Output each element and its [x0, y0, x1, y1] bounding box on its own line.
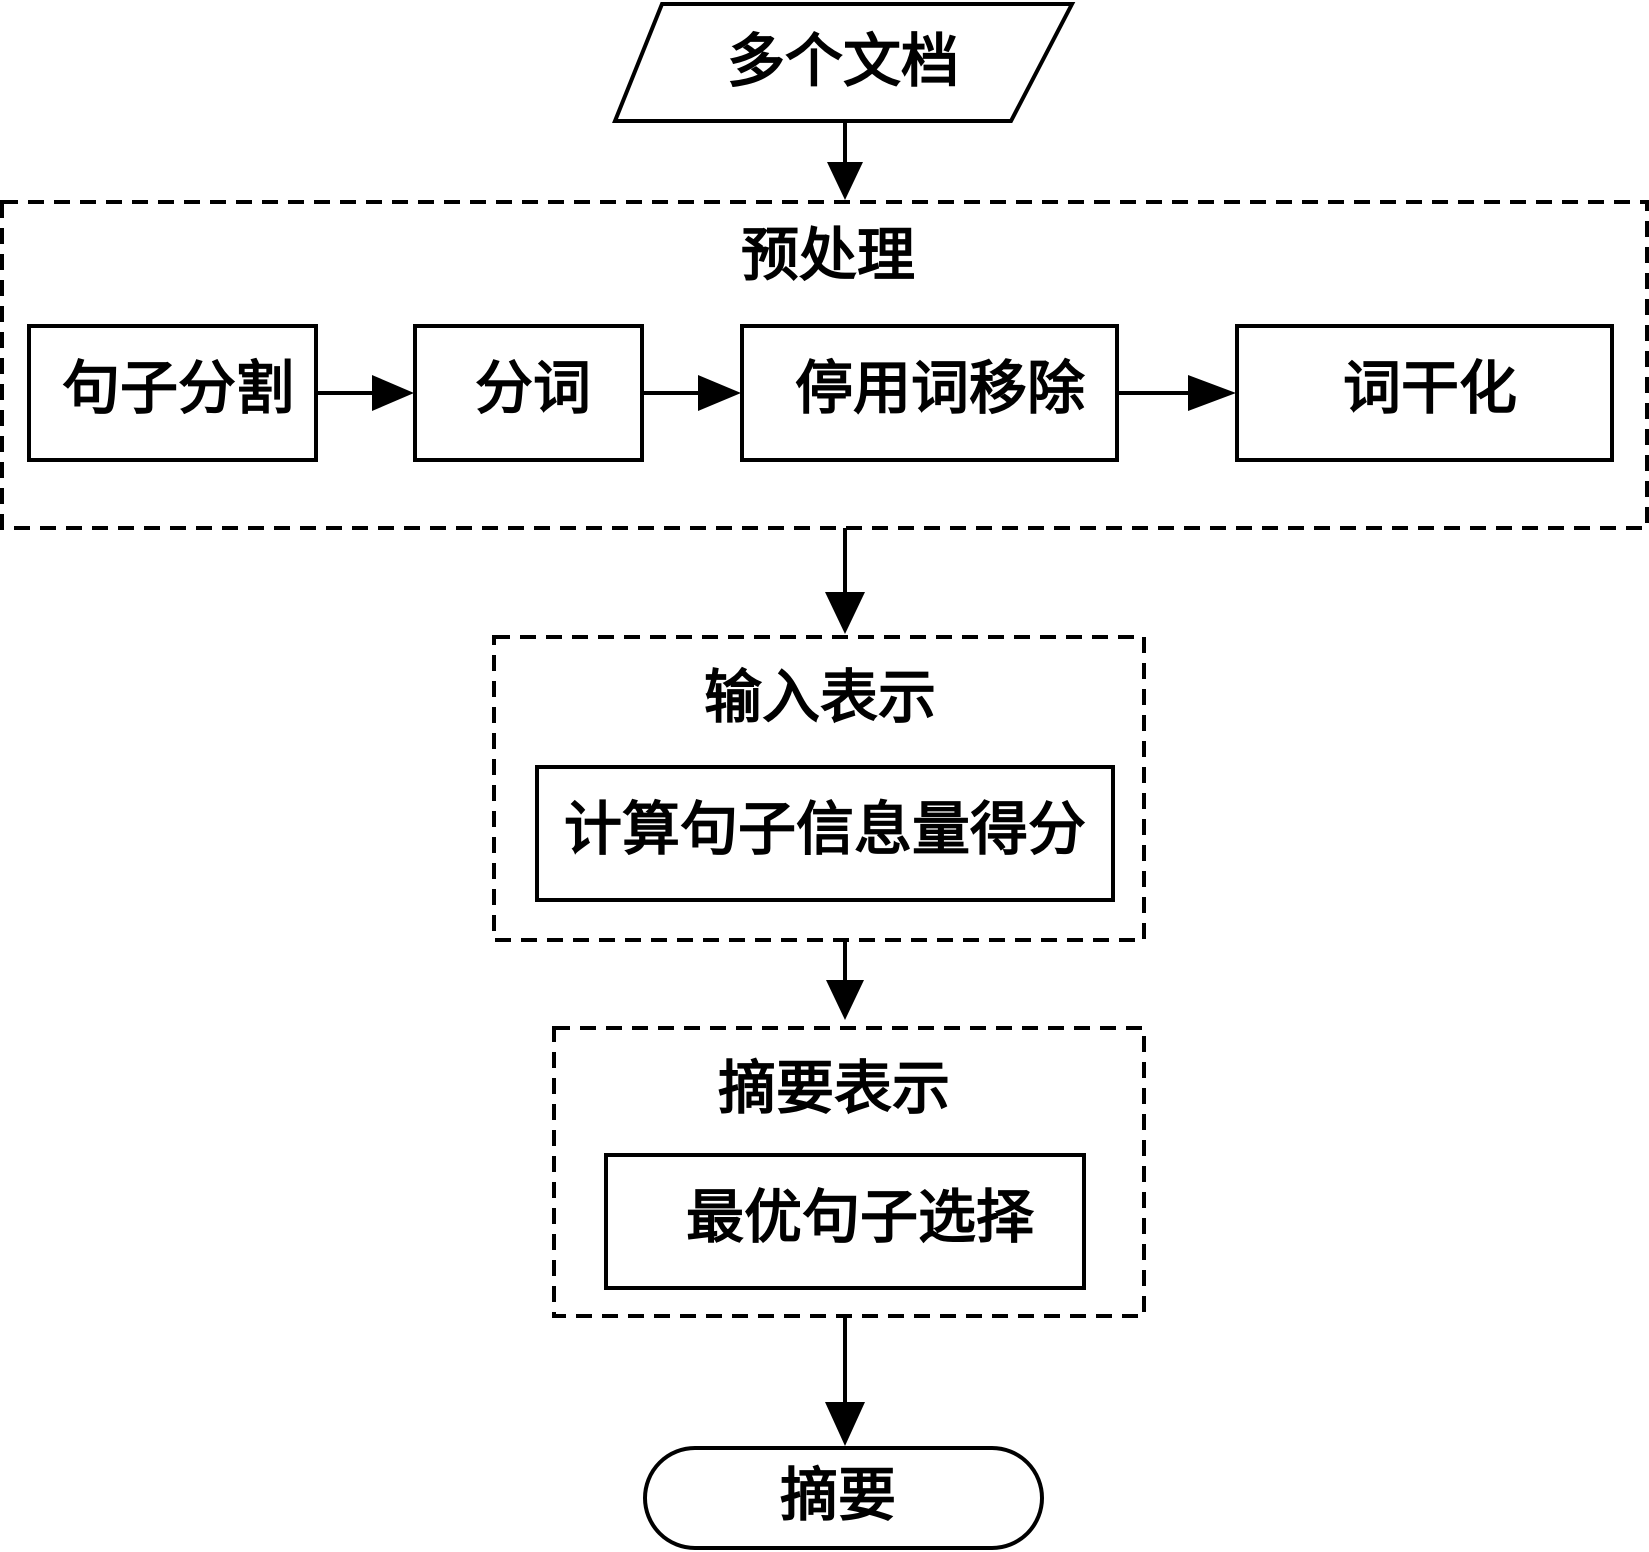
step-tokenization: 分词: [413, 324, 644, 462]
step-sentence-segmentation-label: 句子分割: [62, 354, 294, 422]
step-stemming: 词干化: [1235, 324, 1614, 462]
step-stopword-removal: 停用词移除: [740, 324, 1119, 462]
arrow-tokenization-to-stopword: [642, 375, 741, 411]
arrow-stopword-to-stemming: [1117, 375, 1236, 411]
output-node-shape: [643, 1446, 1044, 1550]
arrow-input-to-summary-representation: [826, 940, 864, 1020]
step-sentence-score: 计算句子信息量得分: [535, 765, 1115, 902]
input-representation-group: 输入表示 计算句子信息量得分: [492, 635, 1146, 942]
summary-representation-group-border: [552, 1026, 1146, 1318]
arrow-preprocessing-to-input-representation: [825, 528, 865, 634]
input-node: 多个文档: [612, 2, 1076, 123]
input-representation-title: 输入表示: [704, 663, 936, 731]
input-node-label: 多个文档: [727, 27, 959, 95]
arrow-segmentation-to-tokenization: [316, 375, 414, 411]
step-tokenization-label: 分词: [475, 354, 591, 422]
input-representation-group-border: [492, 635, 1146, 942]
arrow-input-to-preprocessing: [827, 121, 863, 200]
preprocessing-title: 预处理: [741, 221, 915, 289]
step-stemming-label: 词干化: [1343, 354, 1517, 422]
output-node-label: 摘要: [780, 1461, 896, 1529]
step-sentence-segmentation: 句子分割: [27, 324, 318, 462]
preprocessing-group: 预处理 句子分割 分词 停用词移除 词干化: [0, 200, 1649, 530]
step-optimal-sentence-selection: 最优句子选择: [604, 1153, 1086, 1290]
arrow-summary-representation-to-output: [825, 1316, 865, 1446]
step-sentence-score-label: 计算句子信息量得分: [564, 795, 1086, 863]
output-node: 摘要: [643, 1446, 1044, 1550]
summary-representation-title: 摘要表示: [718, 1054, 950, 1122]
summary-representation-group: 摘要表示 最优句子选择: [552, 1026, 1146, 1318]
step-optimal-sentence-selection-label: 最优句子选择: [686, 1183, 1035, 1251]
preprocessing-group-border: [0, 200, 1649, 530]
step-stopword-removal-label: 停用词移除: [795, 354, 1086, 422]
input-node-shape: [612, 2, 1076, 123]
